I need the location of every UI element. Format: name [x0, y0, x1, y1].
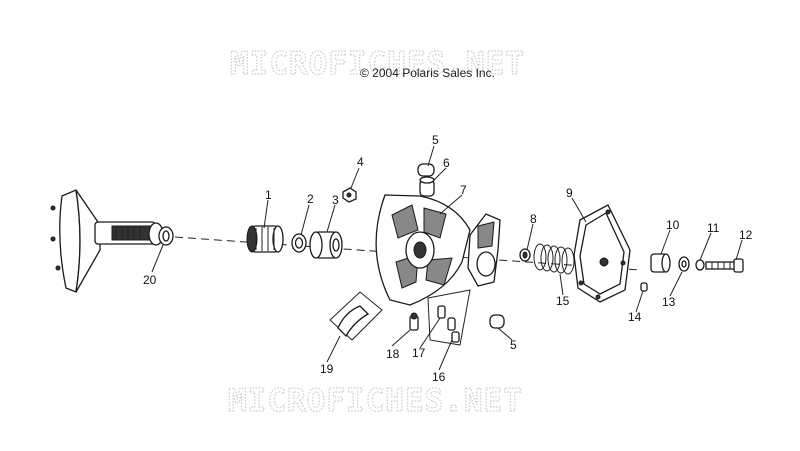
- pin-6: [419, 176, 435, 197]
- spring-15: [533, 243, 575, 275]
- roller-5-bottom: [489, 314, 505, 329]
- cover-9: [573, 204, 631, 303]
- spider-cam: [467, 213, 501, 287]
- bushing-3: [309, 231, 343, 259]
- roller-5-top: [417, 163, 435, 177]
- callout-6: 6: [443, 156, 450, 170]
- leader-lines: [151, 145, 743, 371]
- bearing-1: [246, 225, 284, 253]
- screw-14: [640, 282, 648, 292]
- callout-17: 17: [412, 346, 426, 360]
- callout-5-bottom: 5: [510, 338, 517, 352]
- bushing-10: [650, 253, 671, 273]
- washer-11: [695, 259, 705, 271]
- callout-9: 9: [566, 186, 573, 200]
- pad-19: [329, 291, 383, 341]
- washer-2: [291, 233, 307, 253]
- callout-12: 12: [739, 228, 753, 242]
- callout-4: 4: [357, 155, 364, 169]
- callout-15: 15: [556, 294, 570, 308]
- callout-10: 10: [666, 218, 680, 232]
- callout-11: 11: [707, 221, 720, 235]
- callout-3: 3: [332, 193, 339, 207]
- callout-13: 13: [662, 295, 676, 309]
- drive-shaft-sheave: [50, 189, 164, 293]
- bracket-16-17: [427, 289, 471, 346]
- callout-14: 14: [628, 310, 642, 324]
- bolt-12: [705, 258, 744, 273]
- callout-labels: 1 2 3 4 5 6 7 8 9 10 11 12 13 14 15 16 1…: [143, 133, 753, 384]
- moveable-sheave-7: [375, 194, 471, 306]
- callout-2: 2: [307, 192, 314, 206]
- callout-7: 7: [460, 183, 467, 197]
- callout-16: 16: [432, 370, 446, 384]
- callout-20: 20: [143, 273, 157, 287]
- washer-13: [678, 256, 690, 272]
- nut-4: [342, 187, 357, 203]
- callout-8: 8: [530, 212, 537, 226]
- screw-18: [409, 312, 419, 331]
- callout-19: 19: [320, 362, 334, 376]
- callout-1: 1: [265, 188, 272, 202]
- washer-20: [158, 226, 174, 246]
- callout-18: 18: [386, 347, 400, 361]
- copyright-text: © 2004 Polaris Sales Inc.: [360, 66, 495, 80]
- watermark-bottom: MICROFICHES.NET: [228, 383, 523, 419]
- nut-8: [519, 248, 531, 262]
- callout-5-top: 5: [432, 133, 439, 147]
- watermark-top: MICROFICHES.NET: [230, 46, 525, 82]
